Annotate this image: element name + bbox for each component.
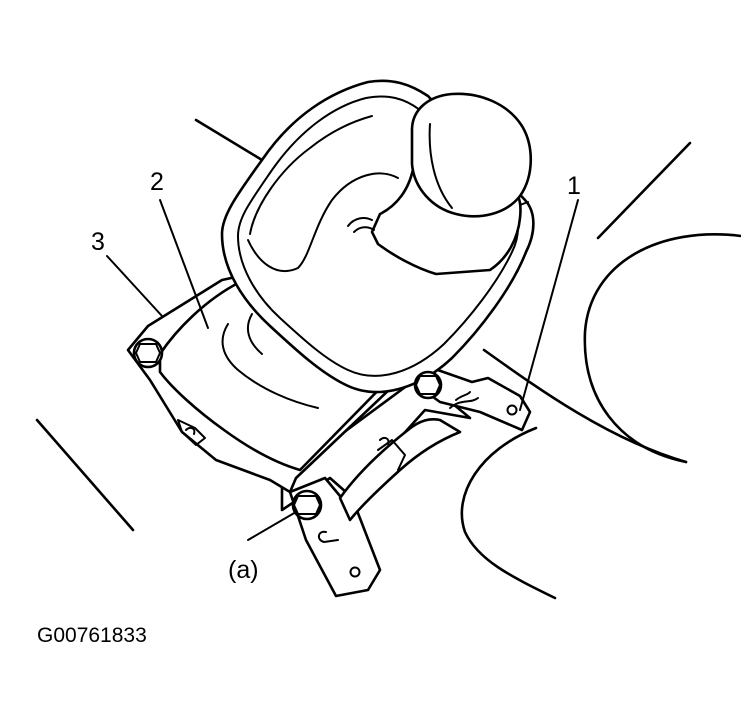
bolt-left [132, 337, 164, 369]
callout-2: 2 [150, 168, 164, 196]
shift-knob [347, 92, 533, 276]
callout-1: 1 [567, 172, 581, 200]
figure-code: G00761833 [37, 624, 147, 647]
leader-line-2 [159, 199, 209, 329]
callout-a: (a) [228, 556, 259, 584]
bolt-a [291, 489, 323, 521]
leader-line-1 [519, 199, 579, 411]
leader-lines [106, 199, 579, 541]
leader-line-3 [106, 255, 163, 317]
callout-3: 3 [91, 228, 105, 256]
lower-bracket [280, 380, 472, 598]
leader-line-a [247, 511, 297, 541]
bolt-right [413, 370, 443, 400]
background-contours [35, 118, 741, 600]
